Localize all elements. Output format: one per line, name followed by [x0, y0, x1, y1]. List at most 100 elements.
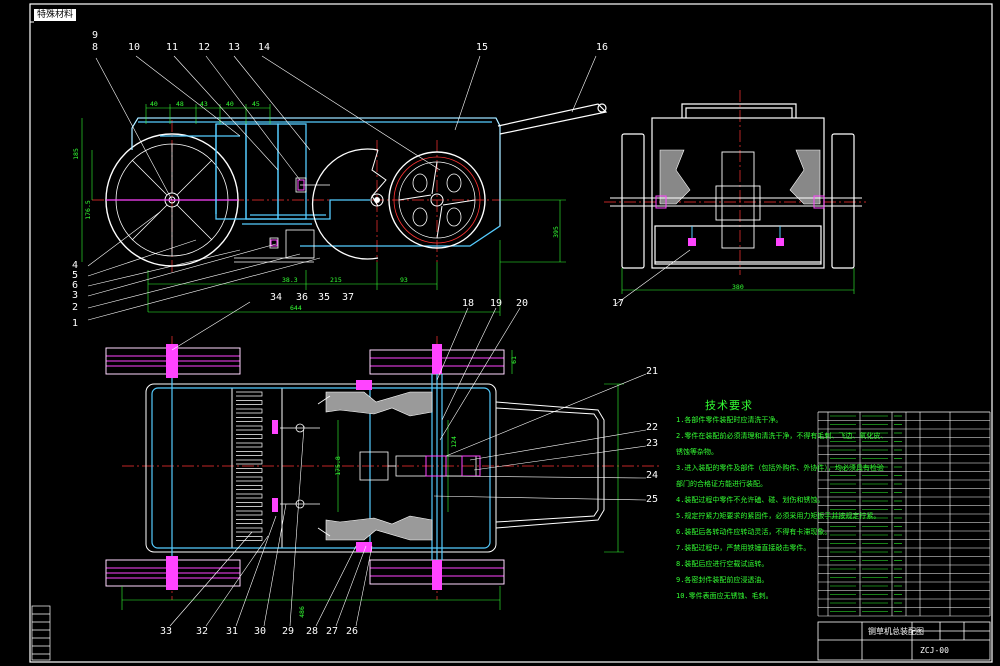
comb-tooth [236, 510, 263, 516]
comb-tooth [236, 442, 263, 448]
front-view [81, 55, 608, 321]
comb-tooth [236, 459, 263, 465]
tech-note-line: 部门的合格证方能进行装配。 [676, 480, 767, 488]
title-block-drawing-code: ZCJ-00 [920, 646, 949, 655]
dimension-value: 395 [551, 226, 560, 238]
dimension-value: 40 [226, 100, 234, 108]
title-block [817, 621, 991, 661]
tech-note-line: 9.各密封件装配前应浸透油。 [676, 576, 769, 584]
part-balloon: 11 [166, 42, 179, 53]
part-balloon: 18 [462, 298, 475, 309]
part-balloon: 15 [476, 42, 489, 53]
tech-note-line: 1.各部件零件装配时应清洗干净。 [676, 416, 783, 424]
part-balloon: 21 [646, 366, 659, 377]
tech-note-line: 7.装配过程中，严禁用铁锤直接敲击零件。 [676, 544, 811, 552]
dimension-value: 124 [449, 436, 458, 448]
comb-tooth [236, 400, 263, 405]
comb-tooth [236, 417, 263, 422]
comb-tooth [236, 425, 263, 431]
part-balloon: 25 [646, 494, 659, 505]
part-balloon: 2 [72, 302, 79, 313]
part-balloon: 37 [342, 292, 355, 303]
part-balloon: 4 [72, 260, 79, 271]
dimension-value: 215 [330, 276, 342, 284]
front-frame [131, 117, 501, 247]
cutter-disc [311, 148, 387, 260]
part-balloon: 36 [296, 292, 309, 303]
part-balloon: 28 [306, 626, 319, 637]
tech-note-line: 4.装配过程中零件不允许磕、碰、划伤和锈蚀。 [676, 496, 825, 504]
comb-tooth [236, 476, 263, 482]
dimension-value: 38.3 [282, 276, 298, 284]
front-right-roller [388, 151, 486, 249]
handle [497, 103, 608, 135]
part-balloon: 20 [516, 298, 529, 309]
dimension-value: 176.5 [83, 200, 92, 220]
part-balloon: 22 [646, 422, 659, 433]
technical-requirements-title: 技术要求 [705, 399, 753, 412]
part-balloon: 1 [72, 318, 79, 329]
drawing-code-label: 特殊材料 [34, 9, 77, 21]
part-balloon: 35 [318, 292, 331, 303]
dimension-value: 185 [71, 148, 80, 160]
dimension-value: 48 [176, 100, 184, 108]
part-balloon: 12 [198, 42, 211, 53]
part-balloon: 16 [596, 42, 609, 53]
dimension-value: 61 [509, 356, 518, 364]
comb-tooth [236, 519, 263, 524]
part-balloon: 14 [258, 42, 271, 53]
part-balloon: 17 [612, 298, 625, 309]
part-balloon: 34 [270, 292, 283, 303]
tech-note-line: 2.零件在装配前必须清理和清洗干净，不得有毛刺、飞边、氧化皮、 [676, 432, 888, 440]
dimension-value: 40 [150, 100, 158, 108]
part-balloon: 9 [92, 30, 99, 41]
dimension-value: 93 [400, 276, 408, 284]
part-balloon: 29 [282, 626, 295, 637]
revision-column [31, 605, 51, 661]
dimension-value: 175.8 [333, 456, 342, 476]
part-balloon: 10 [128, 42, 141, 53]
side-view [604, 90, 866, 305]
comb-tooth [236, 391, 263, 397]
dimension-value: 45 [252, 100, 260, 108]
tech-note-line: 5.规定拧紧力矩要求的紧固件，必须采用力矩扳手并按规定拧紧。 [676, 512, 881, 520]
part-balloon: 3 [72, 290, 79, 301]
comb-tooth [236, 468, 263, 473]
title-block-part-name: 铡草机总装配图 [868, 627, 924, 636]
part-balloon: 26 [346, 626, 359, 637]
comb-tooth [236, 536, 263, 541]
tech-note-line: 10.零件表面应无锈蚀、毛刺。 [676, 592, 773, 600]
part-balloon: 5 [72, 270, 79, 281]
comb-tooth [236, 408, 263, 414]
comb-tooth [236, 493, 263, 499]
part-balloon: 32 [196, 626, 209, 637]
comb-tooth [236, 451, 263, 456]
part-balloon: 27 [326, 626, 339, 637]
comb-tooth [236, 434, 263, 439]
drawing-border [29, 3, 993, 663]
comb-tooth [236, 527, 263, 533]
part-balloon: 24 [646, 470, 659, 481]
dimension-value: 380 [732, 283, 744, 291]
part-balloon: 30 [254, 626, 267, 637]
part-balloon: 33 [160, 626, 173, 637]
dimension-value: 486 [297, 606, 306, 618]
plan-view [105, 301, 660, 627]
lower-bracket [234, 177, 330, 263]
tech-note-line: 6.装配后各转动件应转动灵活，不得有卡滞现象。 [676, 528, 832, 536]
part-balloon: 13 [228, 42, 241, 53]
comb-tooth [236, 502, 263, 507]
part-balloon: 31 [226, 626, 239, 637]
tech-note-line: 锈蚀等杂物。 [676, 448, 718, 456]
cutter-housing [325, 391, 433, 541]
part-balloon: 19 [490, 298, 503, 309]
tech-note-line: 8.装配后应进行空载试运转。 [676, 560, 769, 568]
part-balloon: 6 [72, 280, 79, 291]
dimension-value: 644 [290, 304, 302, 312]
part-balloon: 8 [92, 42, 99, 53]
feed-comb [236, 391, 263, 541]
dimension-value: 43 [200, 100, 208, 108]
comb-tooth [236, 485, 263, 490]
